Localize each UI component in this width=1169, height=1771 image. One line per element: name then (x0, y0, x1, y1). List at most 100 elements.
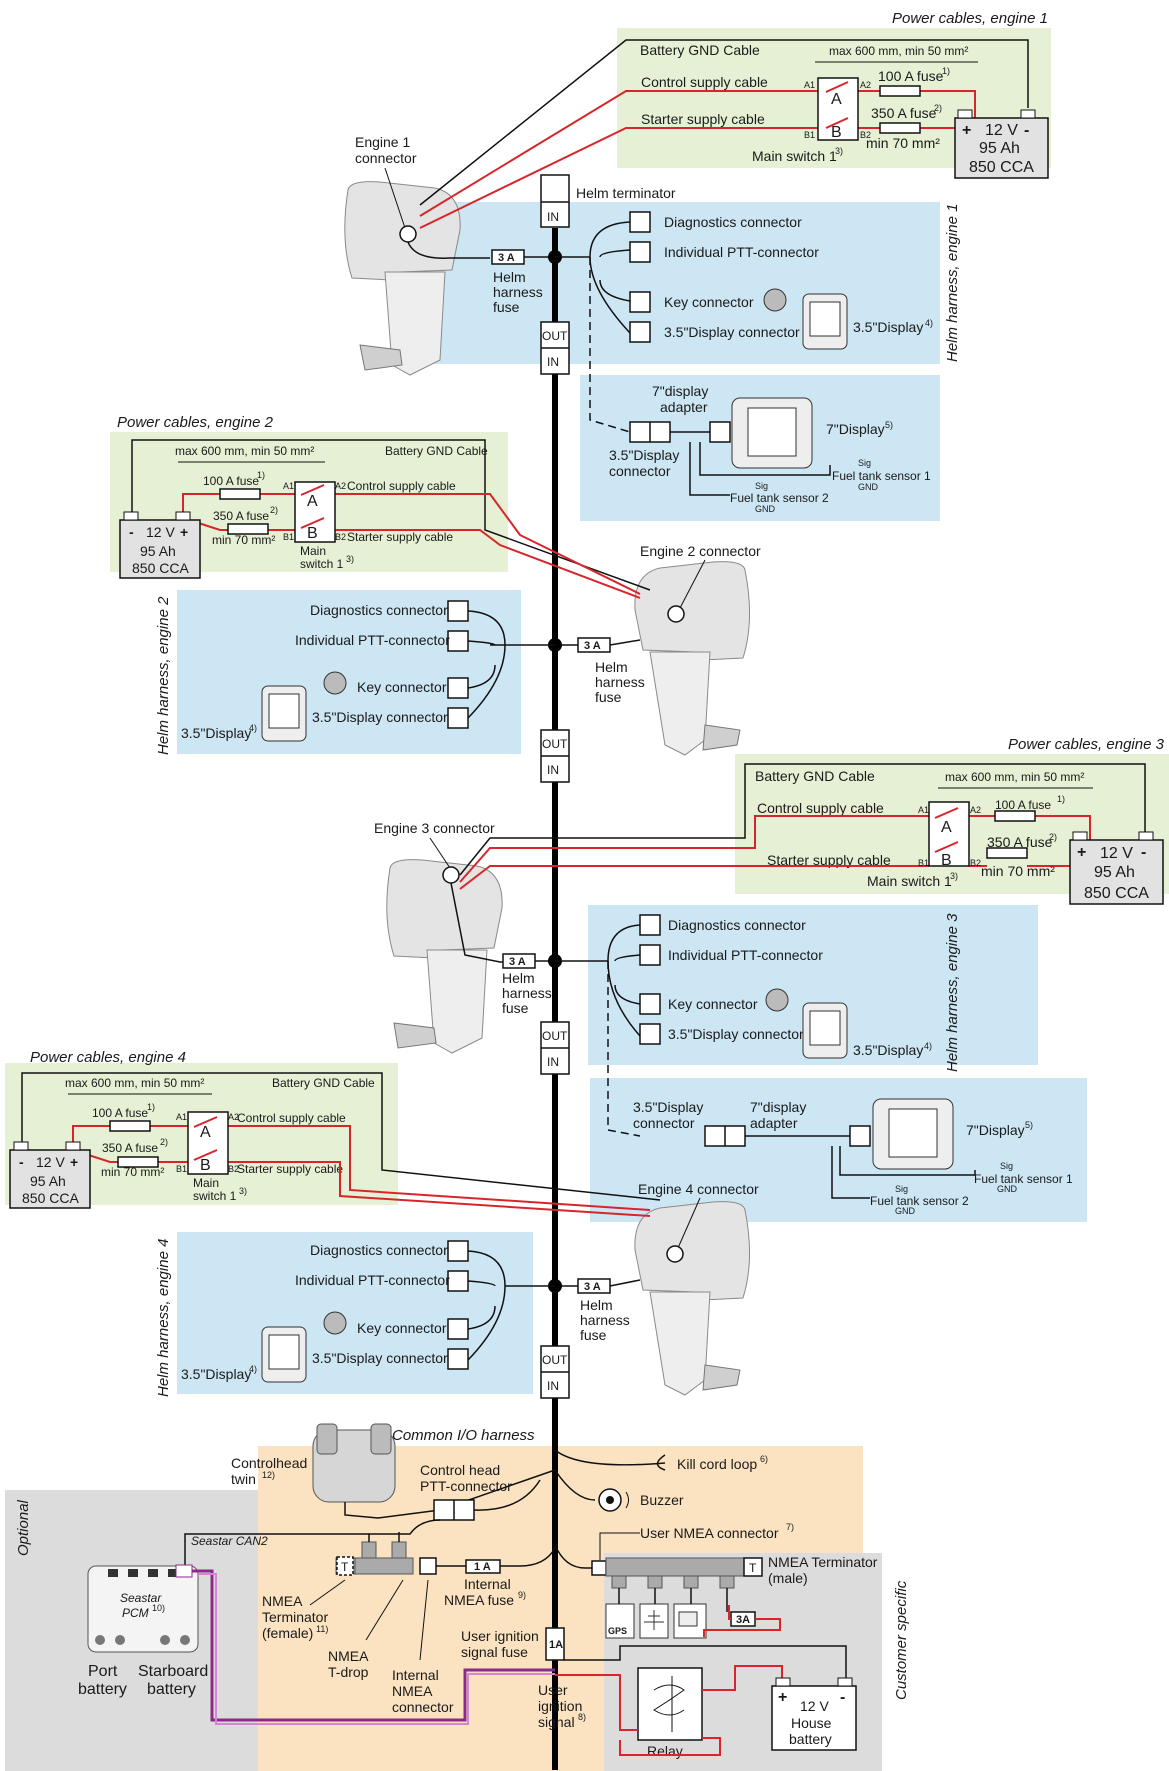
a2-1: A2 (860, 80, 871, 90)
nmea-term-fem-l2: Terminator (262, 1609, 328, 1625)
common-io: Common I/O harness Controlhead twin 12) … (184, 1423, 878, 1730)
gnd-1a: GND (858, 482, 879, 492)
gnd-cable-label-1: Battery GND Cable (640, 42, 760, 58)
sw-b-4: B (200, 1157, 211, 1174)
nmea-terminator-female (336, 1556, 354, 1576)
disp7-conn-3 (849, 1125, 871, 1147)
bat3-ah: 95 Ah (1094, 864, 1135, 881)
bat3-volt: 12 V (1100, 845, 1133, 862)
diag-label-1: Diagnostics connector (664, 214, 802, 230)
fuse-100-label-1: 100 A fuse (878, 68, 944, 84)
max-len-label-3: max 600 mm, min 50 mm² (945, 770, 1084, 784)
background-panels (5, 28, 1169, 1771)
pcm-l2: PCM (122, 1606, 149, 1620)
in-label-2: IN (547, 355, 559, 369)
a2-4: A2 (228, 1112, 239, 1122)
disp-conn-4 (447, 1348, 469, 1370)
controlhead-sup: 12) (262, 1470, 275, 1480)
helm-fuse-3-l3: fuse (502, 1000, 529, 1016)
int-conn-l2: NMEA (392, 1683, 433, 1699)
helm-engine-3-title: Helm harness, engine 3 (944, 913, 961, 1072)
seastar-pcm (87, 1565, 199, 1653)
battery-engine-4 (9, 1149, 91, 1209)
starter-cable-label-4: Starter supply cable (237, 1162, 343, 1176)
key-conn-1 (629, 291, 651, 313)
sig-1a: Sig (858, 458, 871, 468)
ptt-label-1: Individual PTT-connector (664, 244, 819, 260)
ign-sig-l2: ignition (538, 1698, 582, 1714)
disp-conn-label-3: 3.5"Display connector (668, 1026, 804, 1042)
ctrl-ptt-l1: Control head (420, 1462, 500, 1478)
ctrl-ptt-l2: PTT-connector (420, 1478, 512, 1494)
fuse-3a-label: 3A (736, 1614, 750, 1626)
min70-label-4: min 70 mm² (101, 1165, 164, 1179)
starter-cable-label-2: Starter supply cable (347, 530, 453, 544)
key-icon-4 (323, 1311, 347, 1335)
ign-sig-l1: User (538, 1682, 568, 1698)
port-l2: battery (78, 1681, 127, 1698)
power-engine-4-title: Power cables, engine 4 (30, 1049, 186, 1066)
optional-section: Optional Seastar PCM 10) Port battery St… (15, 1499, 555, 1725)
bat4-ah: 95 Ah (30, 1173, 66, 1189)
helm-panel-engine-1-top (400, 202, 940, 364)
engine-3-connector: Engine 3 connector (374, 820, 503, 963)
engine-1-connector-label-l1: Engine 1 (355, 134, 410, 150)
user-ignition-fuse (545, 1627, 565, 1661)
helm-fuse-2-l2: harness (595, 674, 645, 690)
user-nmea-label: User NMEA connector (640, 1525, 779, 1541)
helm-panel-engine-4 (177, 1232, 533, 1394)
control-cable-label-2: Control supply cable (347, 479, 456, 493)
helm-engine-4-title: Helm harness, engine 4 (155, 1239, 172, 1397)
fuel2-label-1: Fuel tank sensor 2 (730, 491, 829, 505)
gnd-cable-label-2: Battery GND Cable (385, 444, 488, 458)
out-label-1: OUT (542, 329, 568, 343)
fuse-350a-1 (879, 122, 921, 134)
engine-4-connector-label: Engine 4 connector (638, 1181, 759, 1197)
fuse-100-label-3: 100 A fuse (995, 798, 1051, 812)
sig-3b: Sig (895, 1184, 908, 1194)
helm-fuse-1-label: 3 A (498, 252, 515, 264)
diag-conn-2 (447, 600, 469, 622)
internal-nmea-connector (419, 1557, 437, 1575)
bat3-plus: + (1077, 844, 1086, 861)
fuse-350-label-4: 350 A fuse (102, 1141, 158, 1155)
fuel1-label-3: Fuel tank sensor 1 (974, 1172, 1073, 1186)
disp-conn-label-4: 3.5"Display connector (312, 1350, 448, 1366)
ptt-conn-2 (447, 630, 469, 652)
conn35-label-3-l2: connector (633, 1115, 695, 1131)
nmea-term-male-t: T (749, 1561, 757, 1575)
disp35-label-4: 3.5"Display (181, 1366, 251, 1382)
helm-fuse-2-l3: fuse (595, 689, 622, 705)
helm-fuse-1-l3: fuse (493, 299, 520, 315)
engine-3-connector-label: Engine 3 connector (374, 820, 495, 836)
a1-3: A1 (918, 805, 929, 815)
in-label-5: IN (547, 1379, 559, 1393)
diag-conn-4 (447, 1240, 469, 1262)
nmea-tdrop (354, 1557, 414, 1575)
engine-1-connector: Engine 1 connector (355, 134, 490, 259)
starter-cable-label-3: Starter supply cable (767, 852, 891, 868)
fuse-350a-2 (227, 523, 269, 535)
helm-fuse-3-label: 3 A (509, 956, 526, 968)
bat4-volt: 12 V (36, 1154, 65, 1170)
main-switch-l1-2: Main (300, 544, 326, 558)
diag-label-3: Diagnostics connector (668, 917, 806, 933)
bat3-cca: 850 CCA (1084, 885, 1149, 902)
power-engine-2-title: Power cables, engine 2 (117, 414, 274, 431)
power-engine-1: Power cables, engine 1 Battery GND Cable… (419, 10, 1049, 229)
disp-conn-label-2: 3.5"Display connector (312, 709, 448, 725)
disp35-label-2: 3.5"Display (181, 725, 251, 741)
battery-engine-1 (954, 117, 1049, 179)
helm-fuse-4-label: 3 A (584, 1281, 601, 1293)
helm-engine-2: Helm harness, engine 2 3 A Helm harness … (155, 596, 645, 755)
gps-device-icon (605, 1603, 635, 1639)
bat2-plus: + (180, 524, 188, 540)
power-engine-3: Power cables, engine 3 Battery GND Cable… (459, 736, 1165, 905)
fuse-350a-3 (986, 847, 1028, 859)
engine-3 (386, 859, 503, 1054)
nmea-term-fem-t: T (341, 1560, 349, 1574)
sig-1b: Sig (755, 481, 768, 491)
fuse-100a-2 (219, 488, 261, 500)
min70-label-2: min 70 mm² (212, 533, 275, 547)
int-fuse-sup: 9) (518, 1590, 526, 1600)
